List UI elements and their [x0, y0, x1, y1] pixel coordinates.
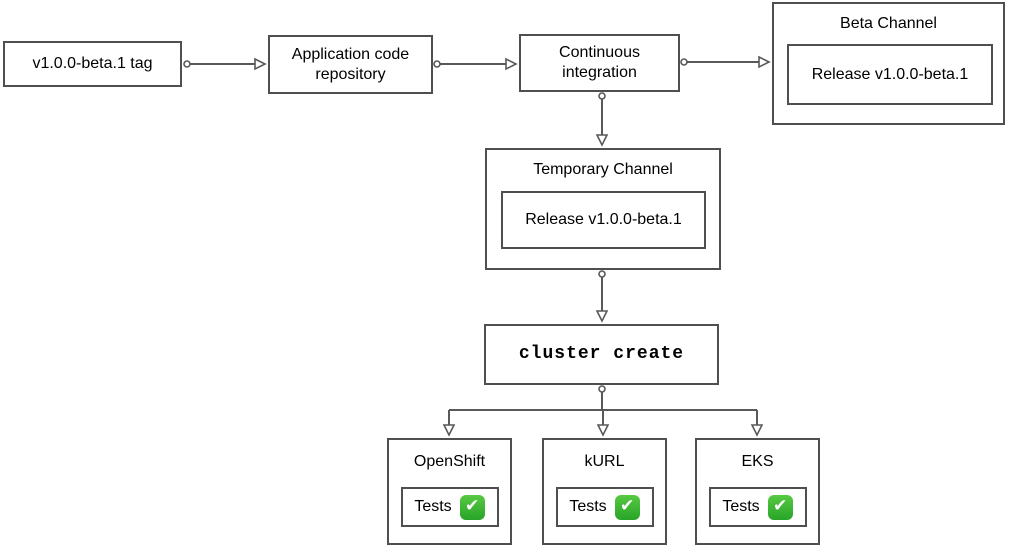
- node-openshift: OpenShift Tests ✔: [387, 438, 512, 545]
- node-application-code-repository: Application code repository: [268, 35, 433, 94]
- node-cluster-create-label: cluster create: [518, 344, 685, 365]
- node-kurl-tests-label: Tests: [569, 498, 607, 515]
- node-continuous-integration-label: Continuous integration: [559, 44, 640, 81]
- node-temporary-release: Release v1.0.0-beta.1: [501, 191, 706, 249]
- node-kurl: kURL Tests ✔: [542, 438, 667, 545]
- green-check-icon: ✔: [767, 494, 793, 520]
- node-eks-tests: Tests ✔: [708, 487, 807, 527]
- node-beta-release-label: Release v1.0.0-beta.1: [811, 65, 969, 83]
- green-check-icon: ✔: [614, 494, 640, 520]
- node-eks-title: EKS: [741, 453, 774, 470]
- node-eks-tests-label: Tests: [722, 498, 760, 515]
- node-temporary-release-label: Release v1.0.0-beta.1: [525, 211, 682, 228]
- node-kurl-title: kURL: [584, 453, 625, 470]
- node-temporary-channel: Temporary Channel Release v1.0.0-beta.1: [485, 148, 721, 270]
- node-beta-channel: Beta Channel Release v1.0.0-beta.1: [772, 2, 1005, 125]
- node-beta-channel-title: Beta Channel: [840, 15, 937, 32]
- node-cluster-create: cluster create: [484, 324, 719, 385]
- green-check-icon: ✔: [459, 494, 485, 520]
- node-beta-release: Release v1.0.0-beta.1: [787, 44, 993, 105]
- node-continuous-integration: Continuous integration: [519, 34, 680, 92]
- node-eks: EKS Tests ✔: [695, 438, 820, 545]
- node-openshift-title: OpenShift: [413, 453, 486, 470]
- node-temporary-channel-title: Temporary Channel: [533, 161, 673, 178]
- node-openshift-tests-label: Tests: [414, 498, 452, 515]
- node-version-tag: v1.0.0-beta.1 tag: [3, 41, 182, 87]
- node-kurl-tests: Tests ✔: [555, 487, 654, 527]
- node-application-code-repository-label: Application code repository: [291, 45, 410, 83]
- node-openshift-tests: Tests ✔: [400, 487, 499, 527]
- node-version-tag-label: v1.0.0-beta.1 tag: [32, 55, 153, 72]
